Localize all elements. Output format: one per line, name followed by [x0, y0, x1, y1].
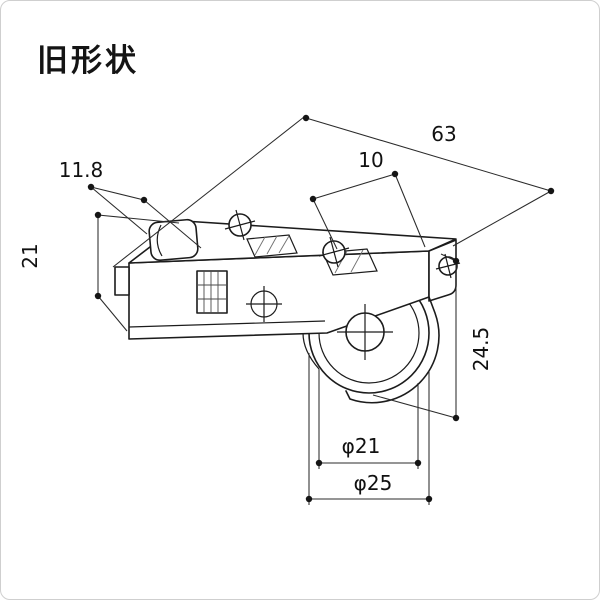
- roller-unit-drawing: [114, 209, 461, 404]
- dimension-21: 21: [18, 211, 180, 332]
- mounting-hole: [246, 286, 282, 322]
- hatch-lines: [197, 271, 227, 313]
- screw-right-tab: [435, 253, 461, 279]
- slot-hatch-lines: [254, 235, 290, 256]
- wheel-hub: [337, 304, 393, 360]
- plate-lip-line: [128, 320, 326, 328]
- adjuster-knob: [148, 218, 199, 261]
- dimension-11-8: 11.8: [59, 158, 202, 249]
- dimension-63: 63: [112, 114, 555, 268]
- dimension-24-5: 24.5: [372, 253, 493, 422]
- knob-end-cap: [156, 224, 163, 257]
- dim-label-63: 63: [431, 122, 456, 146]
- dim-label-10: 10: [358, 148, 383, 172]
- screw-middle: [318, 236, 350, 268]
- dimension-10: 10: [309, 148, 426, 250]
- dimension-phi-25: φ25: [305, 353, 433, 505]
- screw-front: [224, 209, 256, 241]
- dim-label-24-5: 24.5: [469, 327, 493, 372]
- left-end-step: [114, 266, 130, 296]
- dim-label-phi-21: φ21: [342, 434, 381, 458]
- dimension-phi-21: φ21: [315, 369, 422, 469]
- dim-label-11-8: 11.8: [59, 158, 104, 182]
- wheel-yoke-flange: [345, 296, 440, 404]
- top-slot-front: [246, 234, 298, 258]
- dim-label-phi-25: φ25: [354, 471, 393, 495]
- dim-label-21: 21: [18, 243, 42, 268]
- hatch-block: [196, 270, 228, 314]
- page-title: 旧形状: [37, 43, 139, 79]
